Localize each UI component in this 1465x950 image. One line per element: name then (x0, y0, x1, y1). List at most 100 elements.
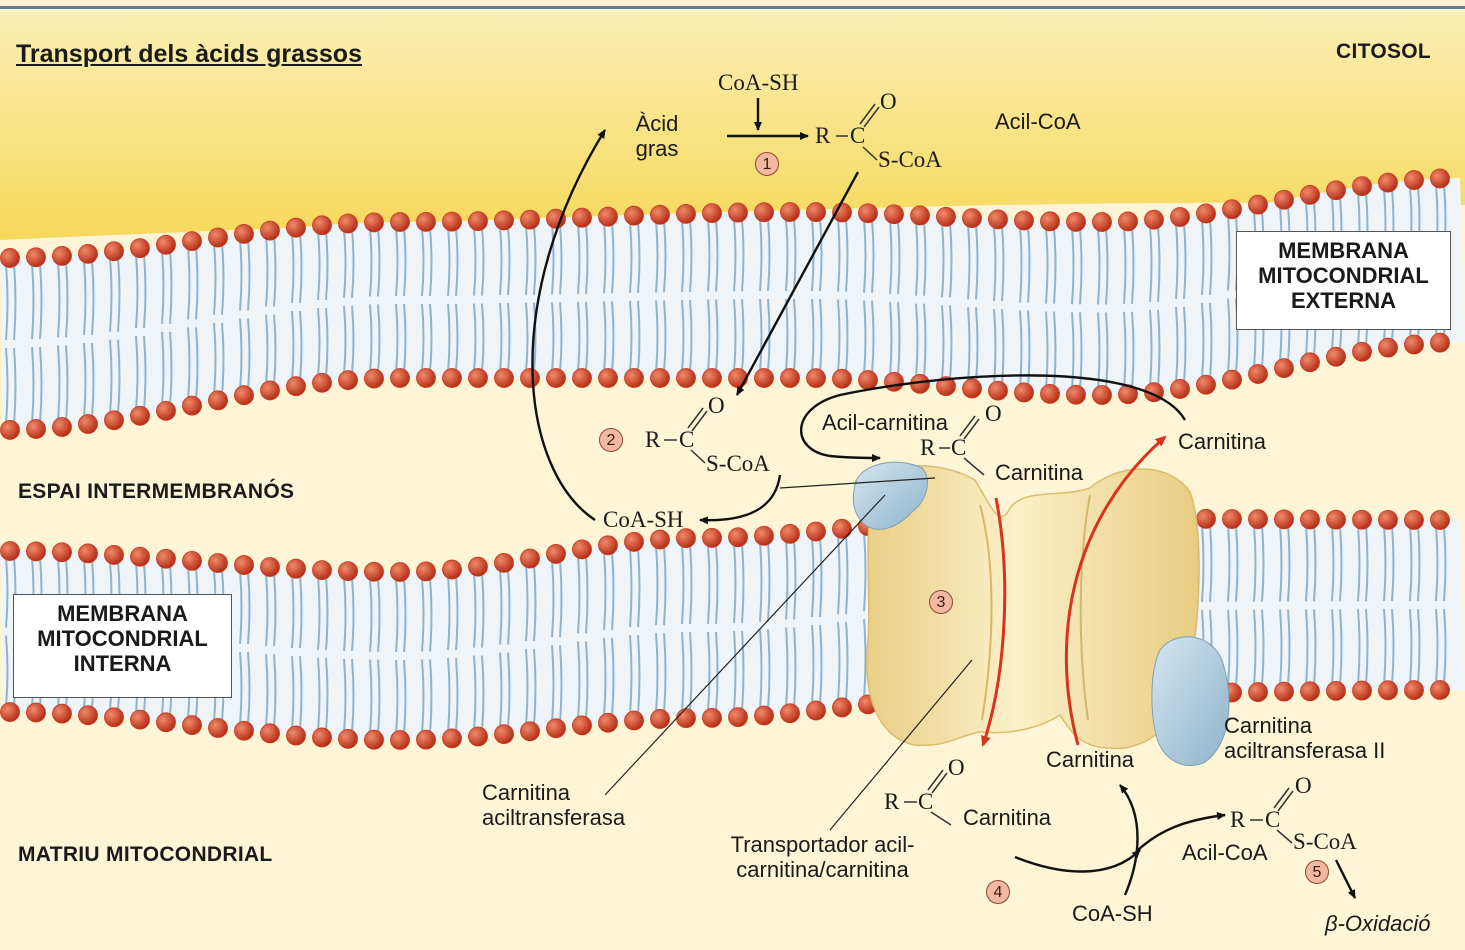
outer-membrane-lipid-head (1275, 190, 1294, 209)
inner-membrane-lipid-head (1249, 510, 1268, 529)
inner-membrane-lipid-head (781, 524, 800, 543)
outer-membrane-lipid-head (469, 212, 488, 231)
outer-membrane-lipid-head (1327, 181, 1346, 200)
outer-membrane-lipid-head (1301, 353, 1320, 372)
inner-membrane-lipid-head (781, 704, 800, 723)
outer-membrane-lipid-head (105, 411, 124, 430)
outer-membrane-lipid-head (625, 369, 644, 388)
inner-membrane-lipid-head (365, 562, 384, 581)
outer-membrane-lipid-head (339, 214, 358, 233)
step-5-badge: 5 (1305, 860, 1329, 884)
outer-membrane-lipid-head (781, 369, 800, 388)
formula4-r: R (884, 789, 899, 815)
outer-membrane-lipid-head (1379, 173, 1398, 192)
outer-membrane-lipid-head (1093, 385, 1112, 404)
step-2-badge: 2 (599, 428, 623, 452)
step-4-badge: 4 (986, 880, 1010, 904)
outer-membrane-lipid-head (1197, 375, 1216, 394)
inner-membrane-label-line3: INTERNA (14, 651, 231, 676)
inner-membrane-lipid-head (547, 544, 566, 563)
fatty-acid-label: Àcid gras (620, 111, 694, 162)
outer-membrane-lipid-head (1431, 333, 1450, 352)
inner-membrane-lipid-head (651, 709, 670, 728)
transporter-label-line2: carnitina/carnitina (710, 857, 935, 882)
formula1-o: O (880, 89, 897, 115)
inner-membrane-lipid-head (1275, 510, 1294, 529)
inner-membrane-lipid-head (287, 726, 306, 745)
outer-membrane-lipid-head (807, 203, 826, 222)
outer-membrane-lipid-head (911, 206, 930, 225)
inner-membrane-label-line1: MEMBRANA (14, 601, 231, 626)
inner-membrane-lipid-head (313, 561, 332, 580)
outer-membrane-lipid-head (1353, 177, 1372, 196)
inner-membrane-lipid-head (807, 522, 826, 541)
inner-membrane-lipid-head (261, 724, 280, 743)
inner-membrane-lipid-head (573, 716, 592, 735)
inner-membrane-label-line2: MITOCONDRIAL (14, 626, 231, 651)
inner-membrane-lipid-head (807, 701, 826, 720)
outer-membrane-lipid-head (417, 369, 436, 388)
fatty-acid-line2: gras (620, 136, 694, 161)
outer-membrane-lipid-head (963, 379, 982, 398)
inner-membrane-lipid-head (417, 730, 436, 749)
outer-membrane-lipid-head (677, 369, 696, 388)
outer-membrane-lipid-head (1405, 335, 1424, 354)
outer-membrane-lipid-head (859, 204, 878, 223)
outer-membrane-lipid-head (885, 205, 904, 224)
formula4-o: O (948, 755, 965, 781)
outer-membrane-lipid-head (703, 204, 722, 223)
inner-membrane-lipid-head (209, 553, 228, 572)
inner-membrane-lipid-head (183, 551, 202, 570)
outer-membrane-lipid-head (261, 221, 280, 240)
outer-membrane-label-box: MEMBRANA MITOCONDRIAL EXTERNA (1236, 231, 1451, 330)
outer-membrane-lipid-head (651, 205, 670, 224)
fatty-acid-line1: Àcid (620, 111, 694, 136)
formula5-scoa: S-CoA (1293, 829, 1357, 855)
inner-membrane-lipid-head (287, 559, 306, 578)
inner-membrane-lipid-head (443, 560, 462, 579)
inner-membrane-lipid-head (53, 704, 72, 723)
formula5-o: O (1295, 773, 1312, 799)
outer-membrane-lipid-head (157, 235, 176, 254)
transporter-label: Transportador acil- carnitina/carnitina (710, 832, 935, 883)
inner-membrane-lipid-head (469, 727, 488, 746)
inner-membrane-lipid-head (1379, 681, 1398, 700)
inner-membrane-lipid-head (1353, 510, 1372, 529)
outer-membrane-lipid-head (937, 207, 956, 226)
cytosol-label: CITOSOL (1336, 40, 1431, 64)
outer-membrane-lipid-head (1, 248, 20, 267)
outer-membrane-lipid-head (1197, 204, 1216, 223)
outer-membrane-lipid-head (287, 377, 306, 396)
inner-membrane-lipid-head (599, 536, 618, 555)
formula3-r: R (920, 435, 935, 461)
outer-membrane-lipid-head (573, 208, 592, 227)
inner-membrane-lipid-head (833, 698, 852, 717)
inner-membrane-lipid-head (27, 542, 46, 561)
cat1-label: Carnitina aciltransferasa (482, 780, 652, 831)
inner-membrane-lipid-head (79, 544, 98, 563)
outer-membrane-lipid-head (469, 369, 488, 388)
coa-sh-top: CoA-SH (718, 70, 799, 96)
formula4-c: C (918, 789, 933, 815)
cat1-label-line1: Carnitina (482, 780, 652, 805)
outer-membrane-lipid-head (1015, 383, 1034, 402)
outer-membrane-lipid-head (833, 369, 852, 388)
inner-membrane-lipid-head (235, 556, 254, 575)
inner-membrane-lipid-head (1, 703, 20, 722)
inner-membrane-lipid-head (1431, 510, 1450, 529)
outer-membrane-lipid-head (1171, 379, 1190, 398)
outer-membrane-lipid-head (495, 369, 514, 388)
formula3-o: O (985, 401, 1002, 427)
outer-membrane-lipid-head (547, 369, 566, 388)
outer-membrane-lipid-head (651, 369, 670, 388)
carnitine-matrix-label: Carnitina (1046, 747, 1134, 772)
inner-membrane-lipid-head (131, 547, 150, 566)
inner-membrane-lipid-head (1223, 509, 1242, 528)
inner-membrane-lipid-head (1301, 510, 1320, 529)
outer-membrane-label-line2: MITOCONDRIAL (1237, 263, 1450, 288)
inner-membrane-lipid-head (157, 713, 176, 732)
outer-membrane-lipid-head (859, 371, 878, 390)
outer-membrane-lipid-head (183, 396, 202, 415)
outer-membrane-lipid-head (79, 244, 98, 263)
inner-membrane-lipid-head (27, 703, 46, 722)
